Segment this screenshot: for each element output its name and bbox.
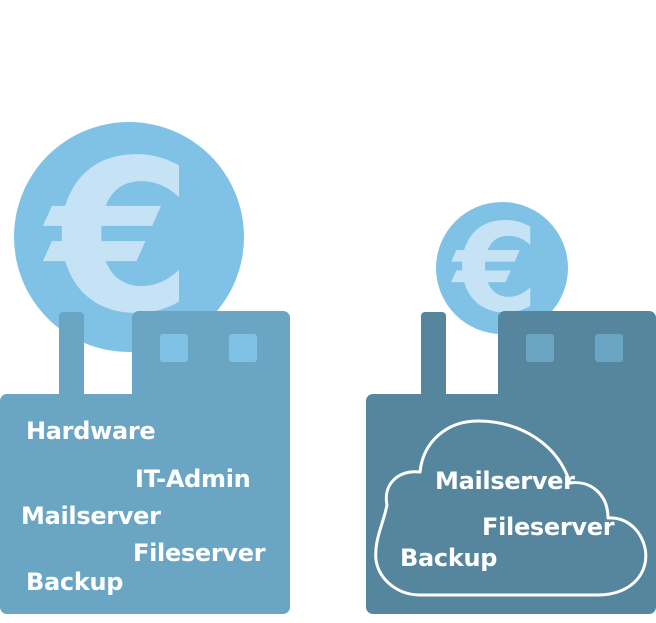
right-factory — [366, 311, 656, 614]
cloud-label-fileserver: Fileserver — [482, 513, 615, 541]
left-label-fileserver: Fileserver — [133, 539, 266, 567]
left-label-backup: Backup — [26, 568, 124, 596]
right-factory-body — [366, 394, 656, 614]
left-label-hardware: Hardware — [26, 417, 156, 445]
cloud-label-backup: Backup — [400, 544, 498, 572]
right-factory-window — [526, 334, 554, 362]
cloud-label-mailserver: Mailserver — [435, 467, 575, 495]
left-factory-window — [160, 334, 188, 362]
left-factory-window — [229, 334, 257, 362]
cloud-icon — [374, 419, 648, 597]
left-label-mailserver: Mailserver — [21, 502, 161, 530]
left-label-it-admin: IT-Admin — [135, 465, 251, 493]
right-coin-circle — [436, 202, 568, 334]
left-factory-body — [0, 394, 290, 614]
left-factory — [0, 311, 290, 614]
right-factory-window — [595, 334, 623, 362]
left-coin-circle — [14, 122, 244, 352]
